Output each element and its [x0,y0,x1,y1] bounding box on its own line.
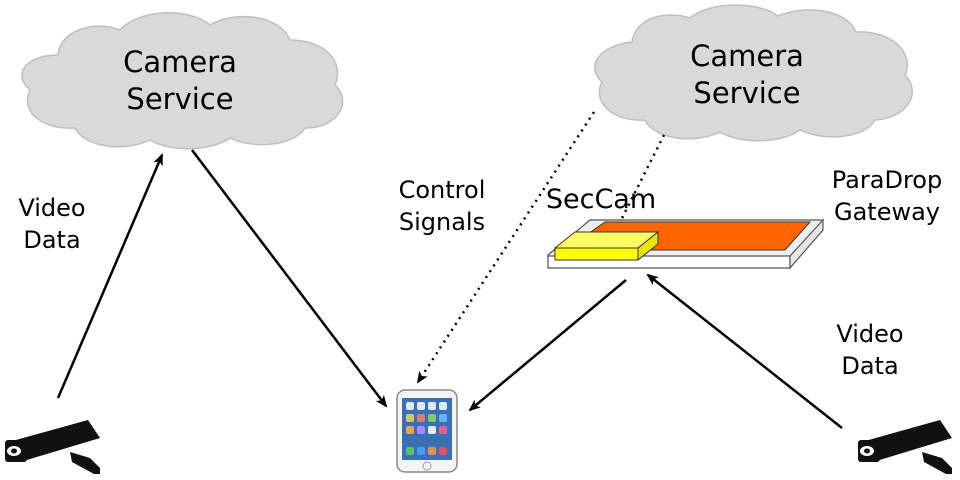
arrow-cloud-to-phone [191,149,388,408]
video-data-label-left: Video Data [10,192,94,256]
seccam-chip-yellow [553,230,660,262]
control-signals-line2: Signals [398,208,486,236]
cloud-label-left: Camera Service [95,44,265,118]
control-signal-line-to-seccam [610,134,666,239]
video-data-left-line1: Video [18,194,86,222]
paradrop-gateway-device [547,218,825,270]
arrow-right-camera-to-gateway [646,273,843,429]
security-camera-right-icon [858,420,952,474]
video-data-label-right: Video Data [828,318,912,382]
camera-service-cloud-right [594,4,913,142]
security-camera-left-icon [5,420,100,474]
smartphone-icon [396,389,458,473]
cloud-right-line2: Service [693,76,801,110]
arrow-left-camera-to-cloud [56,153,164,399]
video-data-left-line2: Data [23,226,81,254]
paradrop-gateway-line1: ParaDrop [831,166,943,194]
cloud-left-line1: Camera [123,45,237,79]
arrow-gateway-to-phone [468,279,627,412]
control-signal-line-to-phone [416,111,596,384]
cloud-right-line1: Camera [690,39,804,73]
camera-service-cloud-left [21,12,344,150]
seccam-label: SecCam [545,184,657,215]
video-data-right-line2: Data [841,352,899,380]
cloud-left-line2: Service [126,82,234,116]
cloud-label-right: Camera Service [662,38,832,112]
control-signals-line1: Control [398,176,486,204]
video-data-right-line1: Video [836,320,904,348]
paradrop-gateway-line2: Gateway [833,198,941,226]
paradrop-gateway-label: ParaDrop Gateway [822,164,952,228]
control-signals-label: Control Signals [390,174,494,238]
